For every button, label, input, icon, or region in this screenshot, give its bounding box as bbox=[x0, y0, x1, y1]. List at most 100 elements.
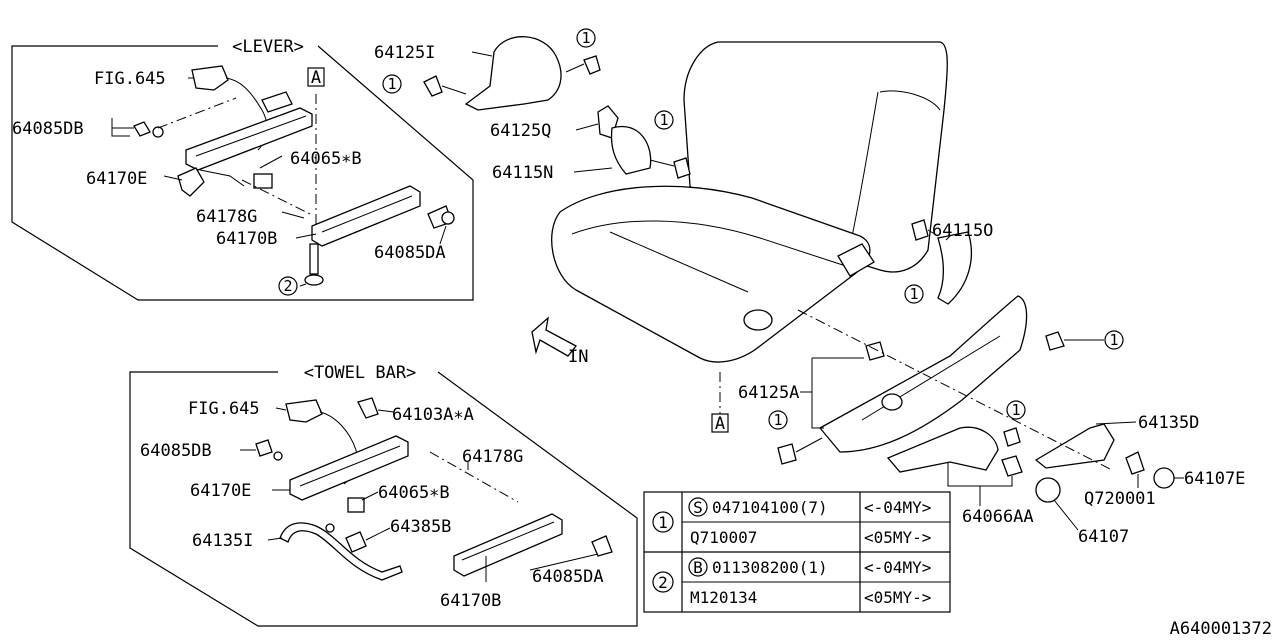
svg-text:1: 1 bbox=[1109, 331, 1118, 349]
main-label-in: IN bbox=[568, 347, 588, 367]
towel-rail-groove bbox=[299, 445, 401, 487]
towel-panel-title: <TOWEL BAR> bbox=[304, 363, 417, 383]
svg-text:1: 1 bbox=[581, 29, 590, 47]
cushion-seam-2 bbox=[609, 231, 749, 293]
callout-1-side-bottom: 1 bbox=[768, 410, 788, 430]
callout-1-cover-left: 1 bbox=[382, 74, 402, 94]
main-label-64135d: 64135D bbox=[1138, 413, 1199, 433]
lever-64135d bbox=[1034, 423, 1115, 469]
main-label-q720001: Q720001 bbox=[1084, 489, 1156, 509]
svg-text:1: 1 bbox=[1011, 401, 1020, 419]
towel-label-64170b: 64170B bbox=[440, 591, 501, 611]
screw-64115n bbox=[649, 157, 691, 179]
bracket-64066aa bbox=[886, 426, 999, 473]
cover-64115n bbox=[610, 125, 652, 175]
svg-text:1: 1 bbox=[387, 75, 396, 93]
lever-panel-title: <LEVER> bbox=[232, 37, 304, 57]
lever-callout-a-box bbox=[307, 67, 325, 87]
lever-bolt-64085da bbox=[427, 205, 455, 229]
towel-bolt-64385b bbox=[325, 523, 367, 553]
lever-label-64085da: 64085DA bbox=[374, 243, 446, 263]
towel-label-64135i: 64135I bbox=[192, 531, 253, 551]
callout-1-bracket: 1 bbox=[1006, 400, 1026, 420]
ref-1: 1 bbox=[658, 513, 668, 532]
lever-lower-rail-right bbox=[311, 185, 421, 247]
screw-bracket-top bbox=[1003, 427, 1021, 447]
lever-bolt-64085db bbox=[133, 121, 164, 138]
ref-1-prefix: S bbox=[693, 498, 703, 517]
ref-3-part: 011308200(1) bbox=[712, 558, 828, 577]
side-trim-hole bbox=[881, 393, 903, 411]
towel-bar-64135i bbox=[279, 522, 403, 581]
towel-label-64385b: 64385B bbox=[390, 517, 451, 537]
reference-table: 1 S 047104100(7) <-04MY> Q710007 <05MY->… bbox=[643, 491, 951, 613]
lever-seat-belt-buckle bbox=[191, 65, 229, 91]
screw-cover-left bbox=[423, 75, 467, 97]
ref-4-part: M120134 bbox=[690, 588, 757, 607]
leader-64125a bbox=[811, 358, 824, 429]
lever-bolt-callout2 bbox=[304, 243, 324, 286]
cushion-knob bbox=[743, 309, 773, 331]
lever-callout-2: 2 bbox=[283, 277, 292, 295]
cushion-seam bbox=[571, 220, 853, 269]
bolt-q720001 bbox=[1125, 451, 1145, 475]
lever-rail-groove-2 bbox=[321, 195, 413, 233]
screw-cover-right bbox=[565, 55, 601, 75]
towel-label-64170e: 64170E bbox=[190, 481, 251, 501]
screw-64115o bbox=[911, 219, 939, 241]
main-label-64107e: 64107E bbox=[1184, 469, 1245, 489]
towel-panel-border bbox=[129, 371, 638, 627]
towel-upper-rail-left bbox=[289, 435, 409, 501]
main-label-64125q: 64125Q bbox=[490, 121, 551, 141]
ref-4-range: <05MY-> bbox=[864, 588, 931, 607]
towel-label-64085db: 64085DB bbox=[140, 441, 212, 461]
lever-rail-bracket bbox=[261, 91, 293, 113]
towel-label-fig: FIG.645 bbox=[188, 399, 260, 419]
lever-label-64065b: 64065∗B bbox=[290, 149, 362, 169]
callout-1-64115o: 1 bbox=[904, 284, 924, 304]
ref-2-part: Q710007 bbox=[690, 528, 757, 547]
seat-back-seam bbox=[849, 91, 879, 247]
towel-bar-panel: <TOWEL BAR> FIG.645 64103 bbox=[129, 363, 638, 627]
main-label-64115n: 64115N bbox=[492, 163, 553, 183]
screw-side-trim-bottom bbox=[777, 437, 823, 465]
lever-label-64085db: 64085DB bbox=[12, 119, 84, 139]
towel-clip-64103a bbox=[357, 397, 379, 419]
towel-connector bbox=[347, 497, 365, 513]
lever-link bbox=[199, 169, 245, 187]
main-label-64125i: 64125I bbox=[374, 43, 435, 63]
ref-row-3: 2 B 011308200(1) <-04MY> bbox=[652, 557, 931, 593]
lever-panel: <LEVER> bbox=[11, 37, 474, 301]
cover-64115o bbox=[937, 231, 973, 305]
ref-2-prefix: B bbox=[693, 558, 703, 577]
screw-side-trim-right bbox=[1045, 331, 1104, 351]
towel-seat-belt-buckle bbox=[285, 399, 323, 423]
main-label-64066aa: 64066AA bbox=[962, 507, 1034, 527]
lever-callout-2-circle bbox=[278, 276, 298, 296]
towel-rail-groove-2 bbox=[461, 521, 555, 561]
towel-label-64178g: 64178G bbox=[462, 447, 523, 467]
screw-side-trim-top bbox=[865, 341, 885, 361]
main-seat-assembly: IN A 1 1 1 1 1 1 1 bbox=[374, 28, 1245, 547]
ref-row-1: 1 S 047104100(7) <-04MY> bbox=[652, 497, 931, 533]
svg-text:1: 1 bbox=[659, 111, 668, 129]
cover-64125i bbox=[464, 36, 562, 111]
recliner-hinge bbox=[837, 243, 875, 277]
lever-label-64178g: 64178G bbox=[196, 207, 257, 227]
in-direction-arrow bbox=[531, 316, 577, 357]
towel-label-64065b: 64065∗B bbox=[378, 483, 450, 503]
callout-1-side-right: 1 bbox=[1104, 330, 1124, 350]
lever-upper-rail-left bbox=[185, 107, 313, 171]
ref-2: 2 bbox=[658, 573, 668, 592]
lever-handle bbox=[177, 167, 205, 197]
screw-bracket-right bbox=[1001, 455, 1023, 477]
callout-1-64115n: 1 bbox=[654, 110, 674, 130]
lever-rail-groove bbox=[195, 115, 307, 157]
towel-label-64085da: 64085DA bbox=[532, 567, 604, 587]
ref-2-range: <05MY-> bbox=[864, 528, 931, 547]
cap-64107e bbox=[1153, 467, 1175, 489]
ref-row-4: M120134 <05MY-> bbox=[690, 588, 931, 607]
seat-back-bolster-line bbox=[879, 90, 941, 111]
